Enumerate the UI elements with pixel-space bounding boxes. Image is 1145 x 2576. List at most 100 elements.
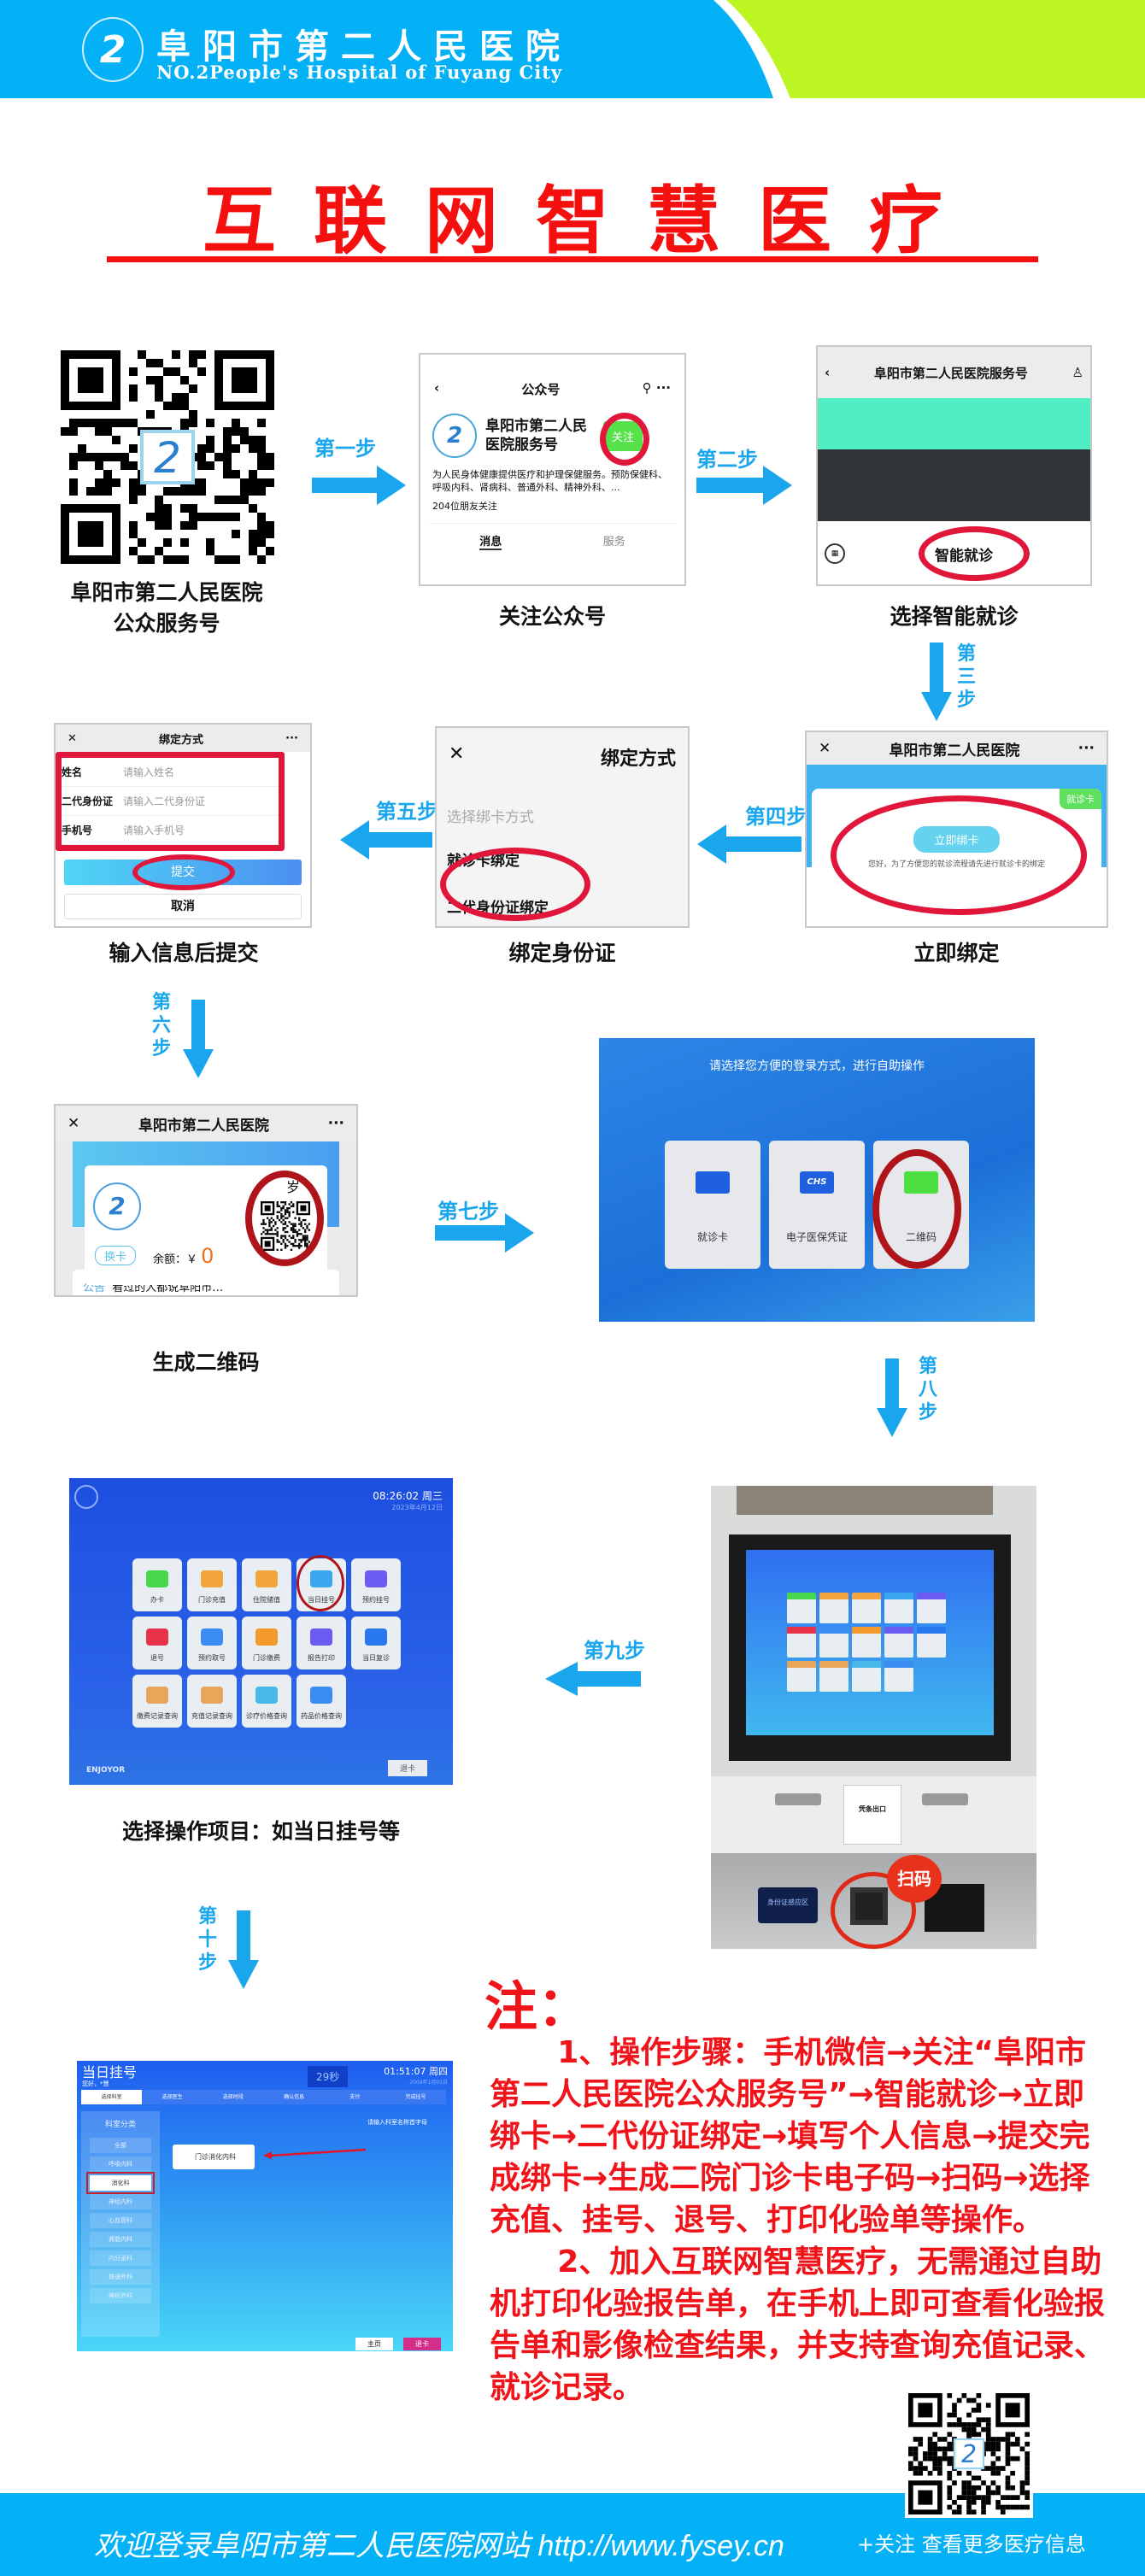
tile-label: 缴费记录查询 xyxy=(137,1712,178,1720)
dept-item[interactable]: 消化科 xyxy=(86,2172,155,2194)
menu-tile[interactable]: 诊疗价格查询 xyxy=(242,1675,291,1728)
login-option-card[interactable]: 就诊卡 xyxy=(665,1141,760,1269)
account-description: 为人民身体健康提供医疗和护理保健服务。预防保健科、呼吸内科、肾病科、普通外科、精… xyxy=(432,469,667,493)
menu-tile[interactable]: 门诊缴费 xyxy=(242,1617,291,1669)
exit-card-button[interactable]: 退卡 xyxy=(403,2338,441,2350)
tile-icon xyxy=(255,1687,278,1704)
menu-tile[interactable]: 办卡 xyxy=(132,1558,182,1611)
highlight-ring xyxy=(132,854,235,890)
tile-icon xyxy=(310,1687,332,1704)
screenshot-follow-account: ‹公众号⚲ ··· 2 阜阳市第二人民医院服务号 关注 为人民身体健康提供医疗和… xyxy=(419,353,686,586)
highlight-ring xyxy=(919,526,1030,581)
form-row: 姓名请输入姓名 xyxy=(62,758,279,787)
menu-tile[interactable]: 退号 xyxy=(132,1617,182,1669)
user-icon[interactable]: ♙ xyxy=(1072,365,1083,380)
title-underline xyxy=(107,256,1038,262)
switch-card-button[interactable]: 换卡 xyxy=(95,1246,137,1265)
dept-result-item[interactable]: 门诊消化内科 xyxy=(173,2145,255,2169)
tile-icon xyxy=(255,1570,278,1587)
highlight-ring xyxy=(872,1149,961,1269)
arrow-down-icon xyxy=(921,643,952,721)
field-input[interactable]: 请输入手机号 xyxy=(123,824,185,836)
login-prompt: 请选择您方便的登录方式，进行自助操作 xyxy=(709,1059,925,1073)
menu-tile[interactable]: 预约取号 xyxy=(187,1617,237,1669)
id-card-reader: 身份证感应区 xyxy=(758,1887,818,1923)
screen-title: 阜阳市第二人民医院 xyxy=(889,742,1020,760)
countdown: 29秒 xyxy=(308,2066,349,2087)
dept-item[interactable]: 全部 xyxy=(90,2138,151,2153)
tile-label: 预约取号 xyxy=(198,1654,226,1662)
step-4-label: 第四步 xyxy=(745,805,807,829)
hospital-logo: 2 xyxy=(82,17,144,82)
search-more-icon[interactable]: ⚲ ··· xyxy=(642,380,671,396)
insurance-card-icon: CHS xyxy=(800,1171,834,1194)
tab-messages[interactable]: 消息 xyxy=(479,532,502,550)
more-icon[interactable]: ··· xyxy=(1077,740,1095,757)
menu-tile[interactable]: 当日复诊 xyxy=(351,1617,401,1669)
dept-item[interactable]: 呼吸内科 xyxy=(90,2156,151,2172)
tile-label: 退号 xyxy=(150,1654,164,1662)
more-icon[interactable]: ··· xyxy=(327,1115,344,1132)
dept-item[interactable]: 普通外科 xyxy=(90,2269,151,2285)
card-slot xyxy=(922,1793,968,1805)
close-icon[interactable]: ✕ xyxy=(449,743,465,765)
exit-card-button[interactable]: 退卡 xyxy=(387,1760,427,1776)
step-5-label: 第五步 xyxy=(376,800,437,824)
close-icon[interactable]: ✕ xyxy=(68,1115,80,1132)
dept-item[interactable]: 心血管科 xyxy=(90,2213,151,2228)
keyboard-icon[interactable]: ▦ xyxy=(825,543,845,564)
arrow-right-icon xyxy=(435,1213,534,1253)
dept-item[interactable]: 肾脏内科 xyxy=(90,2232,151,2247)
screenshot-bind-now: ✕阜阳市第二人民医院··· 就诊卡 立即绑卡 您好，为了方便您的就诊流程请先进行… xyxy=(805,731,1108,928)
tile-label: 门诊缴费 xyxy=(253,1654,280,1662)
pointer-arrow-icon xyxy=(263,2148,366,2159)
home-button[interactable]: 主页 xyxy=(355,2338,393,2350)
menu-tile[interactable]: 预约挂号 xyxy=(351,1558,401,1611)
tile-label: 住院储值 xyxy=(253,1596,280,1604)
field-input[interactable]: 请输入二代身份证 xyxy=(123,795,206,807)
menu-tile[interactable]: 报告打印 xyxy=(297,1617,346,1669)
menu-tile[interactable]: 药品价格查询 xyxy=(297,1675,346,1728)
tab-services[interactable]: 服务 xyxy=(602,536,625,549)
close-icon[interactable]: ✕ xyxy=(819,740,831,757)
back-icon[interactable]: ‹ xyxy=(825,365,831,380)
dept-item[interactable]: 内分泌科 xyxy=(90,2250,151,2266)
kiosk-date: 2023年4月12日 xyxy=(391,1504,443,1511)
mini-tile xyxy=(787,1593,816,1623)
menu-tile[interactable]: 门诊充值 xyxy=(187,1558,237,1611)
caption-submit-info: 输入信息后提交 xyxy=(109,941,259,965)
menu-tile[interactable]: 充值记录查询 xyxy=(187,1675,237,1728)
dept-item[interactable]: 神经外科 xyxy=(90,2288,151,2303)
highlight-ring xyxy=(440,848,590,921)
arrow-left-icon xyxy=(340,820,432,860)
banner-dark xyxy=(818,449,1090,521)
menu-tile[interactable]: 缴费记录查询 xyxy=(132,1675,182,1728)
mini-tile xyxy=(819,1627,848,1658)
tile-label: 充值记录查询 xyxy=(191,1712,232,1720)
hospital-name-en: NO.2People's Hospital of Fuyang City xyxy=(156,62,563,83)
step-10-label: 第十步 xyxy=(197,1906,217,1974)
dept-search-input[interactable]: 请输入科室名称首字母 xyxy=(367,2119,427,2126)
mini-tile xyxy=(884,1593,913,1623)
kiosk-brand: ENJOYOR xyxy=(86,1766,126,1775)
tile-label: 门诊充值 xyxy=(198,1596,226,1604)
medical-card-icon xyxy=(696,1171,730,1194)
close-icon[interactable]: ✕ xyxy=(68,731,77,745)
follower-count: 204位朋友关注 xyxy=(432,501,497,512)
cancel-button[interactable]: 取消 xyxy=(64,894,302,919)
more-icon[interactable]: ··· xyxy=(285,731,298,745)
website-link[interactable]: 欢迎登录阜阳市第二人民医院网站 http://www.fysey.cn xyxy=(94,2530,784,2562)
highlight-ring xyxy=(600,413,649,466)
notes-body: 1、操作步骤：手机微信→关注“阜阳市第二人民医院公众服务号”→智能就诊→立即绑卡… xyxy=(490,2032,1107,2409)
menu-tile[interactable]: 住院储值 xyxy=(242,1558,291,1611)
field-input[interactable]: 请输入姓名 xyxy=(123,766,175,778)
field-label: 二代身份证 xyxy=(62,795,114,807)
flow-step: 选择科室 xyxy=(81,2090,143,2104)
tile-icon xyxy=(310,1628,332,1646)
dept-item[interactable]: 神经内科 xyxy=(90,2194,151,2209)
caption-bind-now: 立即绑定 xyxy=(913,941,1000,965)
back-icon[interactable]: ‹ xyxy=(434,380,440,396)
tile-icon xyxy=(146,1687,168,1704)
